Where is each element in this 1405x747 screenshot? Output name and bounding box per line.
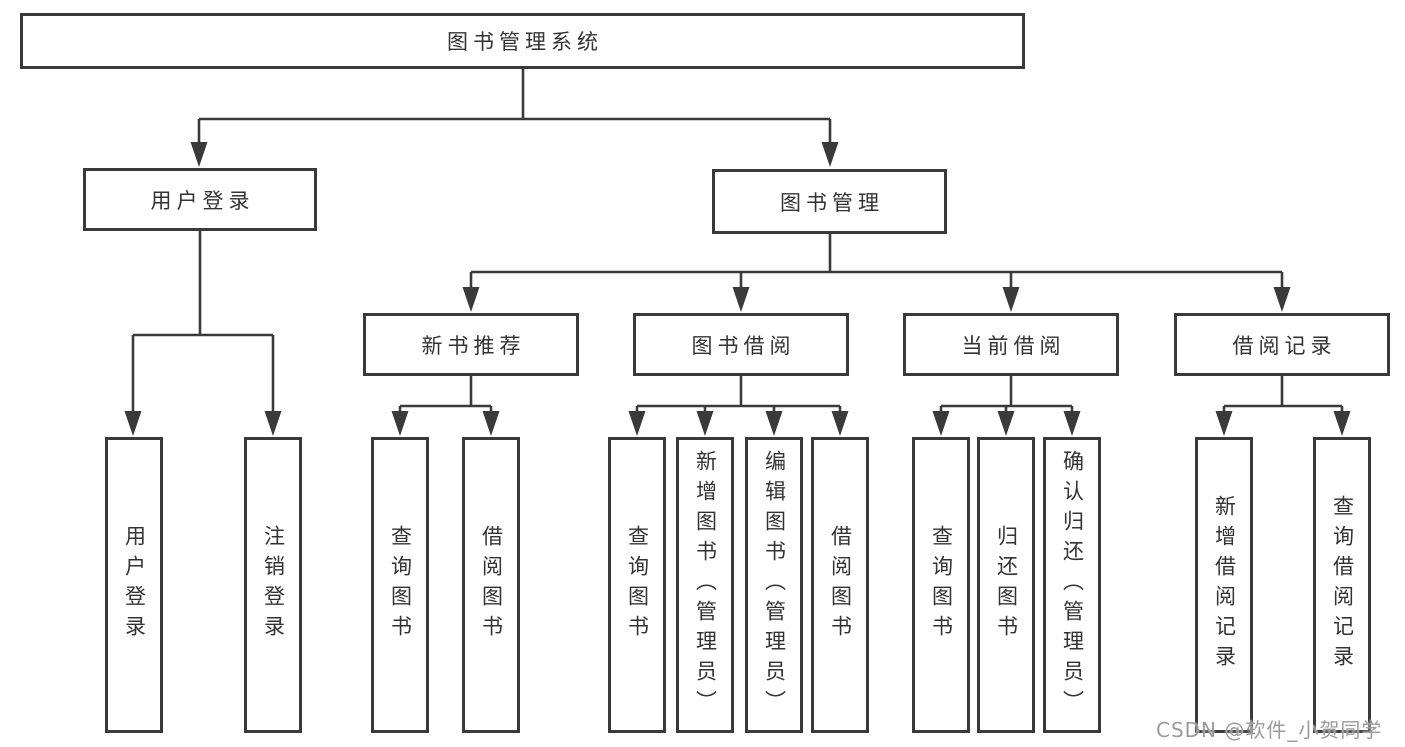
edges-book-borrow	[628, 376, 849, 436]
arrowhead-icon	[732, 287, 750, 312]
leaf-borrow-books-recommend: 借阅图书	[462, 437, 520, 733]
leaf-query-books-recommend: 查询图书	[371, 437, 429, 733]
edges-root	[190, 69, 839, 167]
node-current-borrow: 当前借阅	[903, 313, 1119, 376]
leaf-confirm-return-admin: 确认归还（管理员）	[1043, 437, 1101, 733]
arrowhead-icon	[821, 142, 839, 167]
node-book-management: 图书管理	[712, 169, 947, 234]
edges-borrow-records	[1215, 376, 1351, 436]
leaf-borrow-books: 借阅图书	[811, 437, 869, 733]
arrowhead-icon	[932, 411, 950, 436]
leaf-query-borrow-record: 查询借阅记录	[1313, 437, 1371, 733]
leaf-edit-books-admin: 编辑图书（管理员）	[745, 437, 803, 733]
arrowhead-icon	[1273, 287, 1291, 312]
arrowhead-icon	[462, 287, 480, 312]
arrowhead-icon	[831, 411, 849, 436]
node-root: 图书管理系统	[20, 13, 1025, 69]
node-new-book-recommend: 新书推荐	[363, 313, 579, 376]
arrowhead-icon	[1002, 287, 1020, 312]
leaf-add-borrow-record: 新增借阅记录	[1195, 437, 1253, 733]
watermark-text: CSDN @软件_小贺同学	[1156, 718, 1383, 742]
arrowhead-icon	[1215, 411, 1233, 436]
arrowhead-icon	[482, 411, 500, 436]
edges-new-book-recommend	[391, 376, 500, 436]
arrowhead-icon	[997, 411, 1015, 436]
leaf-add-books-admin: 新增图书（管理员）	[676, 437, 734, 733]
leaf-query-books-current: 查询图书	[912, 437, 970, 733]
node-user-login: 用户登录	[83, 168, 317, 231]
leaf-return-books: 归还图书	[977, 437, 1035, 733]
node-borrow-records: 借阅记录	[1174, 313, 1390, 376]
arrowhead-icon	[190, 142, 208, 167]
leaf-logout: 注销登录	[244, 437, 302, 733]
leaf-query-books-borrow: 查询图书	[608, 437, 666, 733]
arrowhead-icon	[1063, 411, 1081, 436]
arrowhead-icon	[124, 411, 142, 436]
arrowhead-icon	[696, 411, 714, 436]
leaf-user-login: 用户登录	[105, 437, 163, 733]
node-book-borrow: 图书借阅	[633, 313, 849, 376]
arrowhead-icon	[628, 411, 646, 436]
arrowhead-icon	[1333, 411, 1351, 436]
edges-user-login	[124, 231, 282, 436]
edges-current-borrow	[932, 376, 1081, 436]
arrowhead-icon	[765, 411, 783, 436]
edges-book-management	[462, 234, 1291, 312]
arrowhead-icon	[264, 411, 282, 436]
arrowhead-icon	[391, 411, 409, 436]
